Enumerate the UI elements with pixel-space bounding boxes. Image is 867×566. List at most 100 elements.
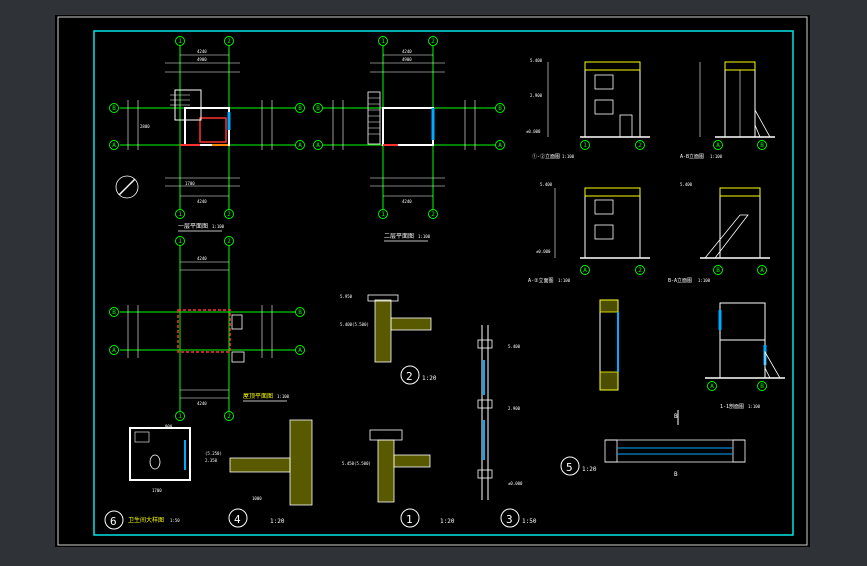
axis-bubble-label: 2 [227, 238, 231, 245]
d3-scale: 1:50 [522, 518, 537, 525]
d2-level-1: 5.950 [340, 294, 353, 299]
axis-bubble: B [313, 103, 323, 113]
detail-1-marker [400, 508, 420, 528]
axis-bubble-circle [109, 307, 119, 317]
axis-bubble-circle [224, 36, 234, 46]
plan2-scale: 1:100 [418, 234, 431, 239]
detail-6: 1700 900 6 卫生间大样图 1:50 [104, 424, 191, 530]
axis-bubble-label: A [298, 142, 302, 149]
axis-bubble: 2 [428, 209, 438, 219]
detail-6-marker [104, 510, 124, 530]
axis-bubble: 1 [378, 209, 388, 219]
e1-level-top: 5.400 [530, 58, 543, 63]
d5-num: 5 [566, 461, 573, 474]
detail-3: 5.400 2.900 ±0.000 3 1:50 [477, 325, 537, 528]
axis-bubble-circle [757, 381, 767, 391]
axis-bubble-label: 1 [178, 238, 182, 245]
d5-section-mark-top: B [674, 413, 678, 420]
plan1-scale: 1:100 [212, 224, 225, 229]
axis-bubble-label: B [298, 309, 302, 316]
axis-bubble-circle [109, 345, 119, 355]
axis-bubble-circle [428, 209, 438, 219]
axis-bubble-label: A [298, 347, 302, 354]
axis-bubble: B [757, 140, 767, 150]
axis-bubble: 1 [580, 140, 590, 150]
wall-detail-elevation [599, 299, 619, 391]
plan1-dim-left: 2800 [140, 124, 150, 129]
axis-bubble-label: B [760, 383, 764, 390]
d2-num: 2 [406, 370, 413, 383]
d5-scale: 1:20 [582, 466, 597, 473]
axis-bubble-circle [757, 265, 767, 275]
d6-num: 6 [110, 515, 117, 528]
axis-bubble-circle [175, 36, 185, 46]
axis-bubble-label: B [760, 142, 764, 149]
axis-bubble: B [757, 381, 767, 391]
detail-3-marker [500, 508, 520, 528]
elevation-a-b: A-B立面图 1:100 [680, 61, 775, 160]
detail-4-marker [228, 508, 248, 528]
axis-bubble: A [295, 140, 305, 150]
detail-4: (5.250) 2.350 1000 4 1:20 [205, 419, 313, 528]
e3-title: A-②立面图 [528, 277, 554, 284]
inner-frame [93, 30, 794, 536]
axis-bubble-label: 2 [227, 413, 231, 420]
s1-scale: 1:100 [748, 404, 761, 409]
d2-level-2: 5.400(5.500) [340, 322, 369, 327]
axis-bubble-label: 1 [583, 142, 587, 149]
e1-level-mid: 2.900 [530, 93, 543, 98]
axis-bubble-label: 1 [381, 211, 385, 218]
detail-5-marker [560, 456, 580, 476]
axis-bubble: B [109, 103, 119, 113]
d4-level-2: 2.350 [205, 458, 218, 463]
axis-bubble-label: B [112, 105, 116, 112]
axis-bubble-circle [175, 236, 185, 246]
axis-bubble: B [295, 307, 305, 317]
axis-bubble: B [109, 307, 119, 317]
e1-scale: 1:100 [562, 154, 575, 159]
axis-bubble: 2 [635, 140, 645, 150]
axis-bubble-circle [428, 36, 438, 46]
axis-bubble-circle [495, 140, 505, 150]
axis-bubble: 1 [175, 411, 185, 421]
d6-dim-2: 900 [165, 424, 173, 429]
axis-bubble-label: B [716, 267, 720, 274]
axis-bubble-label: A [710, 383, 714, 390]
plan2-title: 二层平面图 [384, 233, 414, 240]
north-arrow-icon [115, 175, 139, 199]
roof-plan: 屋顶平面图 1:100 4240 4240 [120, 245, 300, 412]
axis-bubble: A [313, 140, 323, 150]
plan2-dim-top: 4240 [402, 49, 412, 54]
d4-scale: 1:20 [270, 518, 285, 525]
axis-bubble: 2 [224, 36, 234, 46]
axis-bubble: A [580, 265, 590, 275]
axis-bubble-circle [713, 265, 723, 275]
axis-bubble-circle [175, 411, 185, 421]
d6-scale: 1:50 [170, 518, 180, 523]
s1-title: 1-1剖面图 [720, 403, 744, 410]
axis-bubble-label: 1 [178, 413, 182, 420]
d3-level-3: ±0.000 [508, 481, 523, 486]
roof-title: 屋顶平面图 [243, 393, 273, 400]
axis-bubble-circle [378, 36, 388, 46]
axis-bubble-label: 2 [638, 267, 642, 274]
e2-scale: 1:100 [710, 154, 723, 159]
detail-2-marker [400, 365, 420, 385]
axis-bubble-label: A [583, 267, 587, 274]
axis-bubble-label: A [112, 347, 116, 354]
axis-bubble: A [713, 140, 723, 150]
roof-dim-top: 4240 [197, 256, 207, 261]
axis-bubble-circle [224, 209, 234, 219]
axis-bubble-circle [313, 103, 323, 113]
plan2-dim-top2: 4900 [402, 57, 412, 62]
d4-level-1: (5.250) [205, 451, 222, 456]
axis-bubble-label: 1 [178, 38, 182, 45]
d6-title: 卫生间大样图 [128, 516, 164, 524]
axis-bubble-circle [635, 140, 645, 150]
axis-bubble-label: 1 [178, 211, 182, 218]
axis-bubble-label: A [716, 142, 720, 149]
d3-level-2: 2.900 [508, 406, 521, 411]
